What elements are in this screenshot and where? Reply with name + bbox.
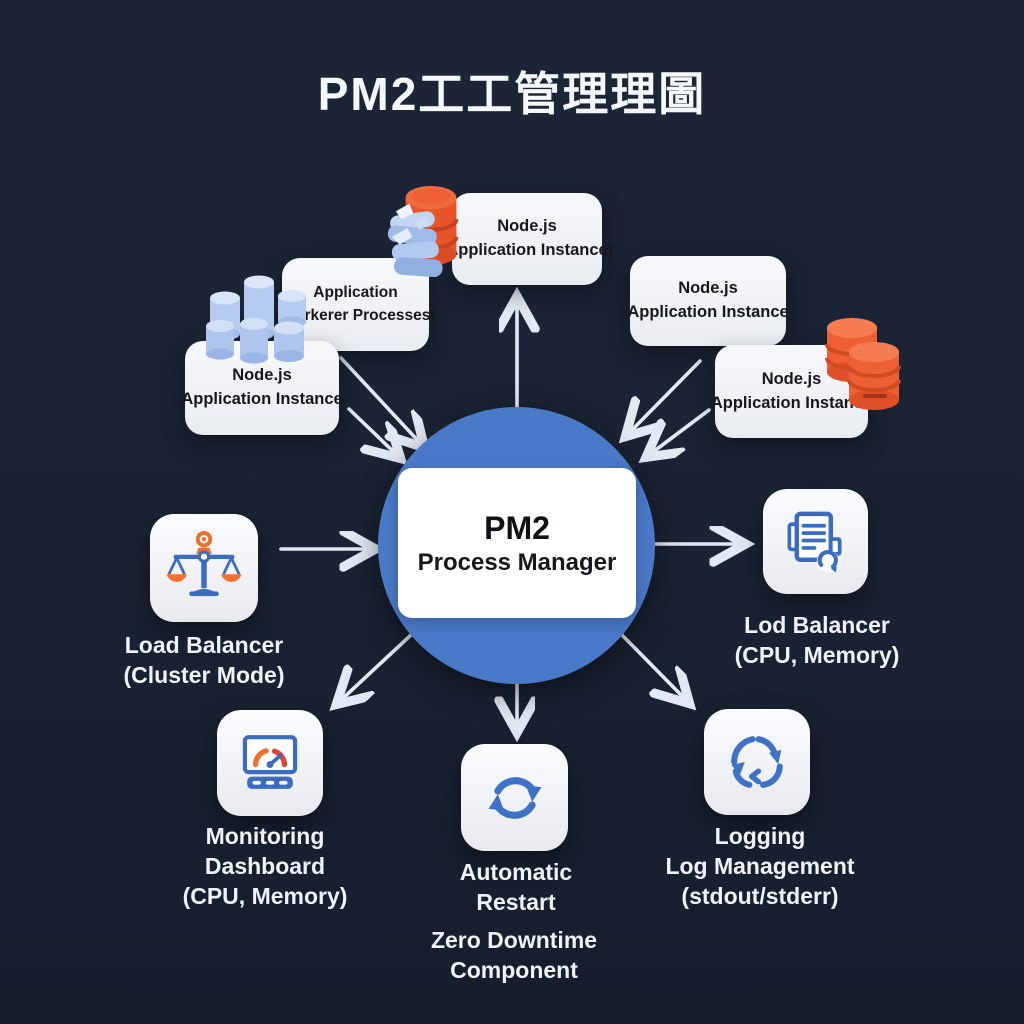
log-balancer-tile [763,489,868,594]
diagram-title: PM2工工管理理圖 [317,68,707,120]
arrow-hub-to-logging [619,632,687,701]
label-line: Dashboard [204,852,326,879]
node-label: Node.js [232,366,292,385]
label-line: (CPU, Memory) [734,641,900,668]
label-line: Logging [714,823,806,849]
label-line: Lod Balancer [744,612,890,638]
balance-scales-icon [166,530,242,597]
node-sublabel: (Workerer Processes) [275,306,436,324]
zero-downtime-label: Zero Downtime Component [394,926,634,986]
node-label: Node.js [497,217,557,236]
label-line: Load Balancer [124,632,284,658]
monitor-gauge-icon [242,735,298,789]
label-line: Zero Downtime [430,927,598,953]
hub-role: Process Manager [417,549,617,576]
node-label: Node.js [761,369,822,388]
load-balancer-label: Load Balancer (Cluster Mode) [84,631,324,691]
arrow-worker-to-hub [339,356,422,445]
circular-restart-arrows-icon [487,776,542,819]
log-document-refresh-icon [787,511,842,572]
monitoring-tile [217,710,323,816]
label-line: Monitoring [205,823,325,849]
arrow-hub-to-monitoring [339,632,414,702]
logging-label: Logging Log Management (stdout/stderr) [640,822,880,912]
node-box-right-instance-1: Node.js Application Instance [627,256,789,346]
node-sublabel: Application Instance [627,303,789,321]
monitoring-label: Monitoring Dashboard (CPU, Memory) [145,822,385,912]
log-balancer-label: Lod Balancer (CPU, Memory) [697,611,937,671]
hub-name: PM2 [484,510,550,546]
label-line: (stdout/stderr) [681,882,839,909]
arrow-right-instance1-to-hub [628,359,702,434]
label-line: Log Management [665,852,855,879]
label-line: Automatic [459,859,573,885]
label-line: Component [450,956,578,983]
node-sublabel: Application Instance [710,393,873,412]
load-balancer-tile [150,514,258,622]
orange-database-icon [386,170,474,288]
logging-tile [704,709,810,815]
auto-restart-tile [461,744,568,851]
label-line: Restart [476,888,556,915]
node-label: Node.js [678,279,738,298]
node-label: Application [313,284,398,302]
auto-restart-label: Automatic Restart [396,858,636,918]
node-sublabel: Application Instance [181,390,343,408]
arrow-right-instance2-to-hub [649,408,711,455]
arrow-left-instance-to-hub [347,407,398,456]
log-rotation-arrows-icon [731,736,783,788]
orange-coins-stack-icon [817,310,909,412]
label-line: (CPU, Memory) [182,882,348,909]
blue-process-cluster-icon [196,268,326,368]
node-sublabel: (Application Instance) [440,241,614,259]
node-box-top-instance: Node.js (Application Instance) [441,193,613,285]
pm2-hub-card: PM2 Process Manager [398,468,636,618]
label-line: (Cluster Mode) [123,661,285,688]
